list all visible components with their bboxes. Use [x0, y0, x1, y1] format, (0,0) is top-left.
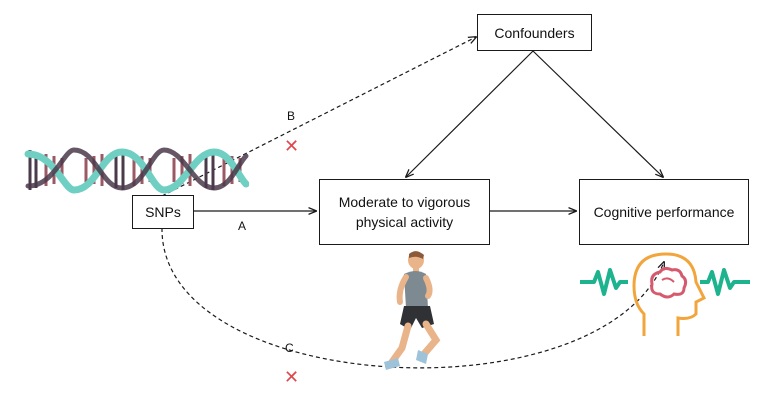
confounders-label: Confounders: [494, 24, 575, 41]
snps-box: SNPs: [132, 195, 194, 229]
snps-label: SNPs: [145, 204, 181, 220]
arrow-confounders-to-cognitive: [532, 50, 663, 177]
edge-label-a: A: [238, 219, 247, 233]
cross-mark-b: ✕: [284, 136, 300, 156]
cross-mark-c: ✕: [284, 367, 300, 387]
runner-icon: [384, 251, 441, 370]
dna-helix-icon: [24, 147, 249, 194]
head-brain-icon: [580, 252, 750, 336]
cognitive-performance-label: Cognitive performance: [593, 204, 735, 220]
edge-label-c: C: [285, 341, 294, 355]
arrow-confounders-to-activity: [406, 50, 534, 177]
edge-label-b: B: [287, 109, 296, 123]
cognitive-performance-box: Cognitive performance: [579, 179, 749, 245]
physical-activity-box: Moderate to vigorous physical activity: [319, 179, 490, 245]
physical-activity-label-line1: Moderate to vigorous: [338, 194, 471, 210]
confounders-box: Confounders: [477, 14, 592, 51]
physical-activity-label-line2: physical activity: [355, 214, 454, 230]
